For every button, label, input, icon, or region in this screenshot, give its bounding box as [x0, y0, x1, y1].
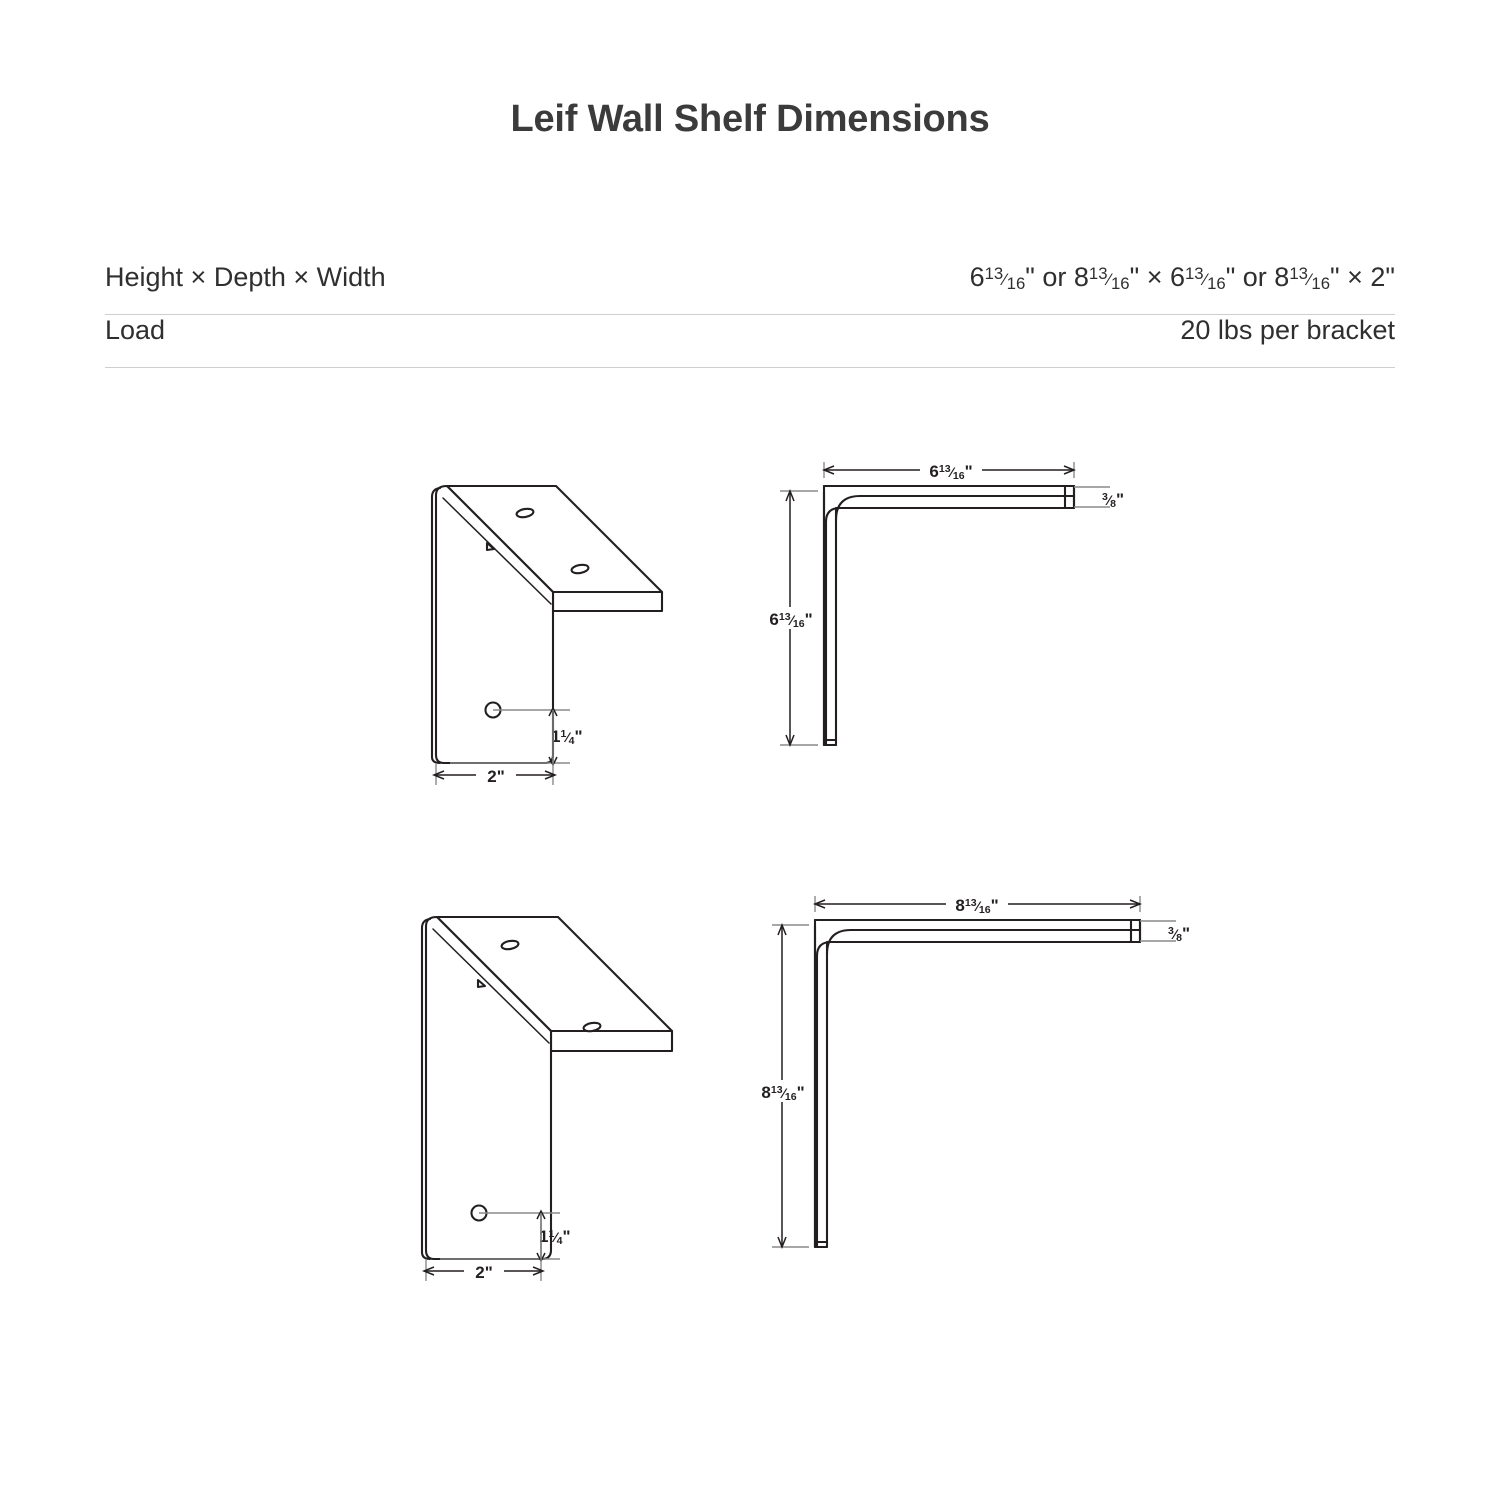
iso-small-plate-face — [434, 484, 555, 765]
spec-table: Height × Depth × Width 613⁄16" or 813⁄16… — [105, 262, 1395, 368]
iso-large-crease-notch — [476, 978, 487, 989]
profile-view-small-bracket: 613⁄16" 613⁄16" 3⁄8" — [762, 459, 1124, 748]
iso-large-arm-front-edge — [549, 1029, 674, 1053]
profile-large-vdim-label-bg — [754, 1080, 812, 1102]
profile-large-hdim-label: 813⁄16" — [955, 896, 998, 916]
page-title: Leif Wall Shelf Dimensions — [510, 98, 990, 140]
iso-large-dim-2-arrow-left — [421, 1266, 435, 1276]
iso-large-dim-114-arrow-down — [536, 1252, 546, 1263]
profile-large-vdim-arrow-top — [777, 922, 787, 936]
profile-large-outline — [813, 918, 1142, 1249]
iso-view-small-bracket: 11⁄4" 2" — [430, 484, 664, 786]
profile-small-hdim-arrow-right — [1063, 465, 1077, 475]
iso-small-plate-left-edge-top — [430, 486, 442, 499]
iso-small-dim-114-label: 11⁄4" — [551, 727, 583, 747]
iso-small-arm-top-face — [445, 484, 664, 594]
iso-large-plate-left-edge-bottom — [420, 1250, 432, 1261]
iso-small-plate-hole — [484, 701, 502, 719]
iso-large-dim-2-arrow-right — [532, 1266, 546, 1276]
iso-small-arm-front-edge — [551, 590, 664, 613]
iso-small-dim-114-arrow-up — [548, 706, 558, 717]
profile-small-hdim-label-bg — [920, 459, 982, 481]
spec-value-dimensions: 613⁄16" or 813⁄16" × 613⁄16" or 813⁄16" … — [969, 262, 1395, 293]
profile-small-vdim-arrow-top — [785, 488, 795, 502]
profile-large-thickness-label: 3⁄8" — [1168, 924, 1190, 944]
profile-large-vdim-arrow-bottom — [777, 1236, 787, 1250]
iso-large-plate-hole — [470, 1204, 488, 1222]
profile-small-hdim-label: 613⁄16" — [929, 462, 972, 482]
iso-small-dim-2-arrow-left — [431, 770, 445, 780]
iso-small-arm-hole-2 — [570, 563, 590, 575]
spec-row-dimensions: Height × Depth × Width 613⁄16" or 813⁄16… — [105, 262, 1395, 315]
spec-label-dimensions: Height × Depth × Width — [105, 262, 386, 292]
iso-small-arm-hole-1 — [515, 507, 535, 519]
iso-view-large-bracket: 11⁄4" 2" — [420, 915, 674, 1282]
iso-large-dim-2-label-bg — [464, 1260, 504, 1282]
profile-small-outline — [822, 484, 1076, 747]
profile-small-hdim-arrow-left — [821, 465, 835, 475]
profile-small-thickness-label: 3⁄8" — [1102, 490, 1124, 510]
iso-small-plate-left-edge-bottom — [430, 755, 442, 765]
iso-small-dim-2-label: 2" — [487, 767, 505, 786]
iso-small-dim-2-arrow-right — [544, 770, 558, 780]
profile-large-vdim-label: 813⁄16" — [761, 1083, 804, 1103]
iso-large-dim-114-label: 11⁄4" — [539, 1227, 571, 1247]
iso-large-dim-114-arrow-up — [536, 1209, 546, 1220]
profile-view-large-bracket: 813⁄16" 813⁄16" 3⁄8" — [754, 893, 1190, 1250]
profile-large-hdim-label-bg — [946, 893, 1008, 915]
iso-small-crease-notch — [485, 541, 496, 552]
profile-small-vdim-label-bg — [762, 607, 820, 629]
spec-value-load: 20 lbs per bracket — [1180, 315, 1395, 345]
iso-large-dim-2-label: 2" — [475, 1263, 493, 1282]
profile-small-vdim-arrow-bottom — [785, 734, 795, 748]
iso-small-dim-2-label-bg — [476, 764, 516, 786]
spec-label-load: Load — [105, 315, 166, 345]
iso-large-arm-hole-1 — [500, 939, 520, 951]
iso-large-arm-top-face — [435, 915, 674, 1033]
profile-large-inner-fillet — [825, 928, 853, 956]
iso-large-fold-crease — [432, 928, 550, 1044]
profile-large-hdim-arrow-left — [812, 899, 826, 909]
profile-large-hdim-arrow-right — [1129, 899, 1143, 909]
profile-small-inner-fillet — [834, 494, 862, 522]
profile-small-vdim-label: 613⁄16" — [769, 610, 812, 630]
spec-row-load: Load 20 lbs per bracket — [105, 315, 1395, 368]
iso-large-plate-face — [424, 915, 553, 1261]
iso-large-arm-hole-2 — [582, 1021, 602, 1033]
iso-small-dim-114-arrow-down — [548, 756, 558, 767]
iso-small-fold-crease — [442, 497, 552, 605]
iso-large-plate-left-edge-top — [420, 917, 432, 930]
